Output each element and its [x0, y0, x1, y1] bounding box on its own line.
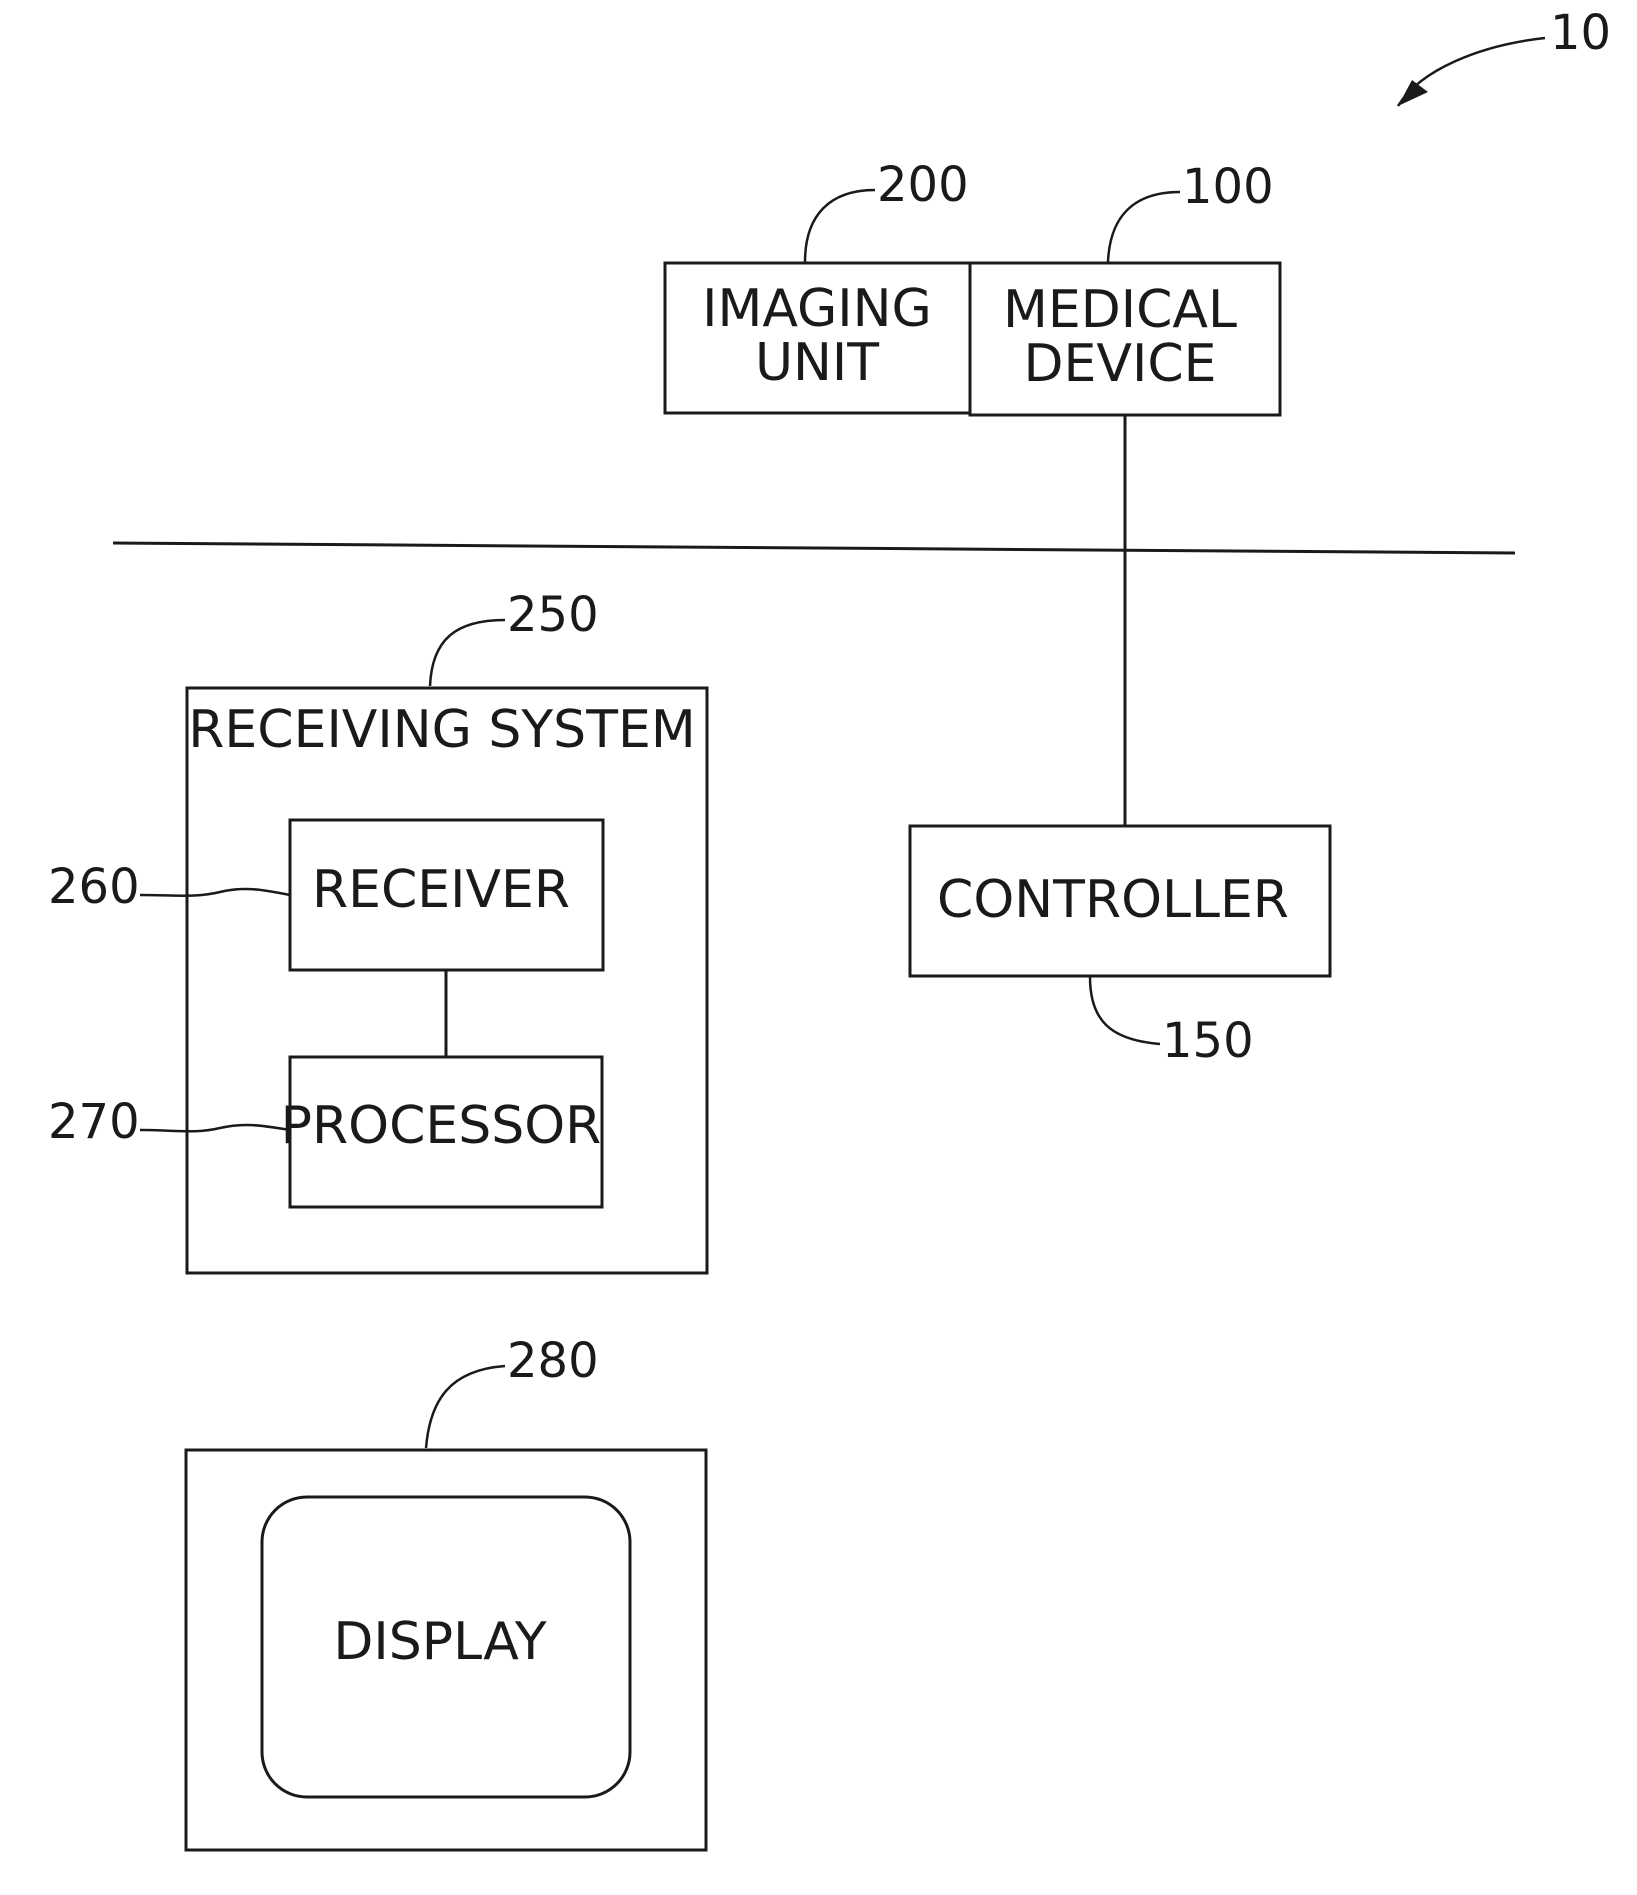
processor-ref: 270 — [48, 1094, 140, 1150]
medical-device-label-line1: MEDICAL — [1003, 280, 1237, 340]
processor-label: PROCESSOR — [281, 1096, 602, 1156]
imaging-unit-ref: 200 — [877, 157, 969, 213]
controller-leader — [1090, 977, 1160, 1044]
display-leader — [426, 1366, 505, 1448]
medical-device-leader — [1108, 192, 1180, 262]
body-boundary-line — [113, 543, 1515, 553]
medical-device-ref: 100 — [1182, 159, 1274, 215]
controller-ref: 150 — [1162, 1013, 1254, 1069]
receiving-system-leader — [430, 620, 505, 686]
processor-block: PROCESSOR 270 — [48, 1057, 602, 1207]
controller-label: CONTROLLER — [937, 870, 1289, 930]
medical-device-label-line2: DEVICE — [1024, 334, 1217, 394]
receiving-system-block: RECEIVING SYSTEM 250 — [187, 587, 707, 1273]
imaging-unit-leader — [805, 190, 875, 262]
display-ref: 280 — [507, 1333, 599, 1389]
receiver-ref: 260 — [48, 859, 140, 915]
receiving-system-ref: 250 — [507, 587, 599, 643]
receiver-leader — [140, 889, 290, 896]
display-block: DISPLAY 280 — [186, 1333, 706, 1850]
receiving-system-title: RECEIVING SYSTEM — [188, 700, 695, 760]
receiver-block: RECEIVER 260 — [48, 820, 603, 970]
processor-leader — [140, 1125, 290, 1131]
display-label: DISPLAY — [333, 1612, 546, 1672]
imaging-unit-label-line2: UNIT — [755, 333, 879, 393]
figure-reference: 10 — [1398, 5, 1611, 106]
figure-ref-arrowhead — [1398, 80, 1428, 106]
imaging-unit-label-line1: IMAGING — [702, 279, 932, 339]
controller-block: CONTROLLER 150 — [910, 826, 1330, 1069]
receiver-label: RECEIVER — [312, 860, 570, 920]
imaging-unit-block: IMAGING UNIT 200 — [665, 157, 970, 413]
medical-device-block: MEDICAL DEVICE 100 — [970, 159, 1280, 415]
figure-ref-arrow — [1398, 38, 1545, 106]
figure-ref-number: 10 — [1550, 5, 1611, 61]
